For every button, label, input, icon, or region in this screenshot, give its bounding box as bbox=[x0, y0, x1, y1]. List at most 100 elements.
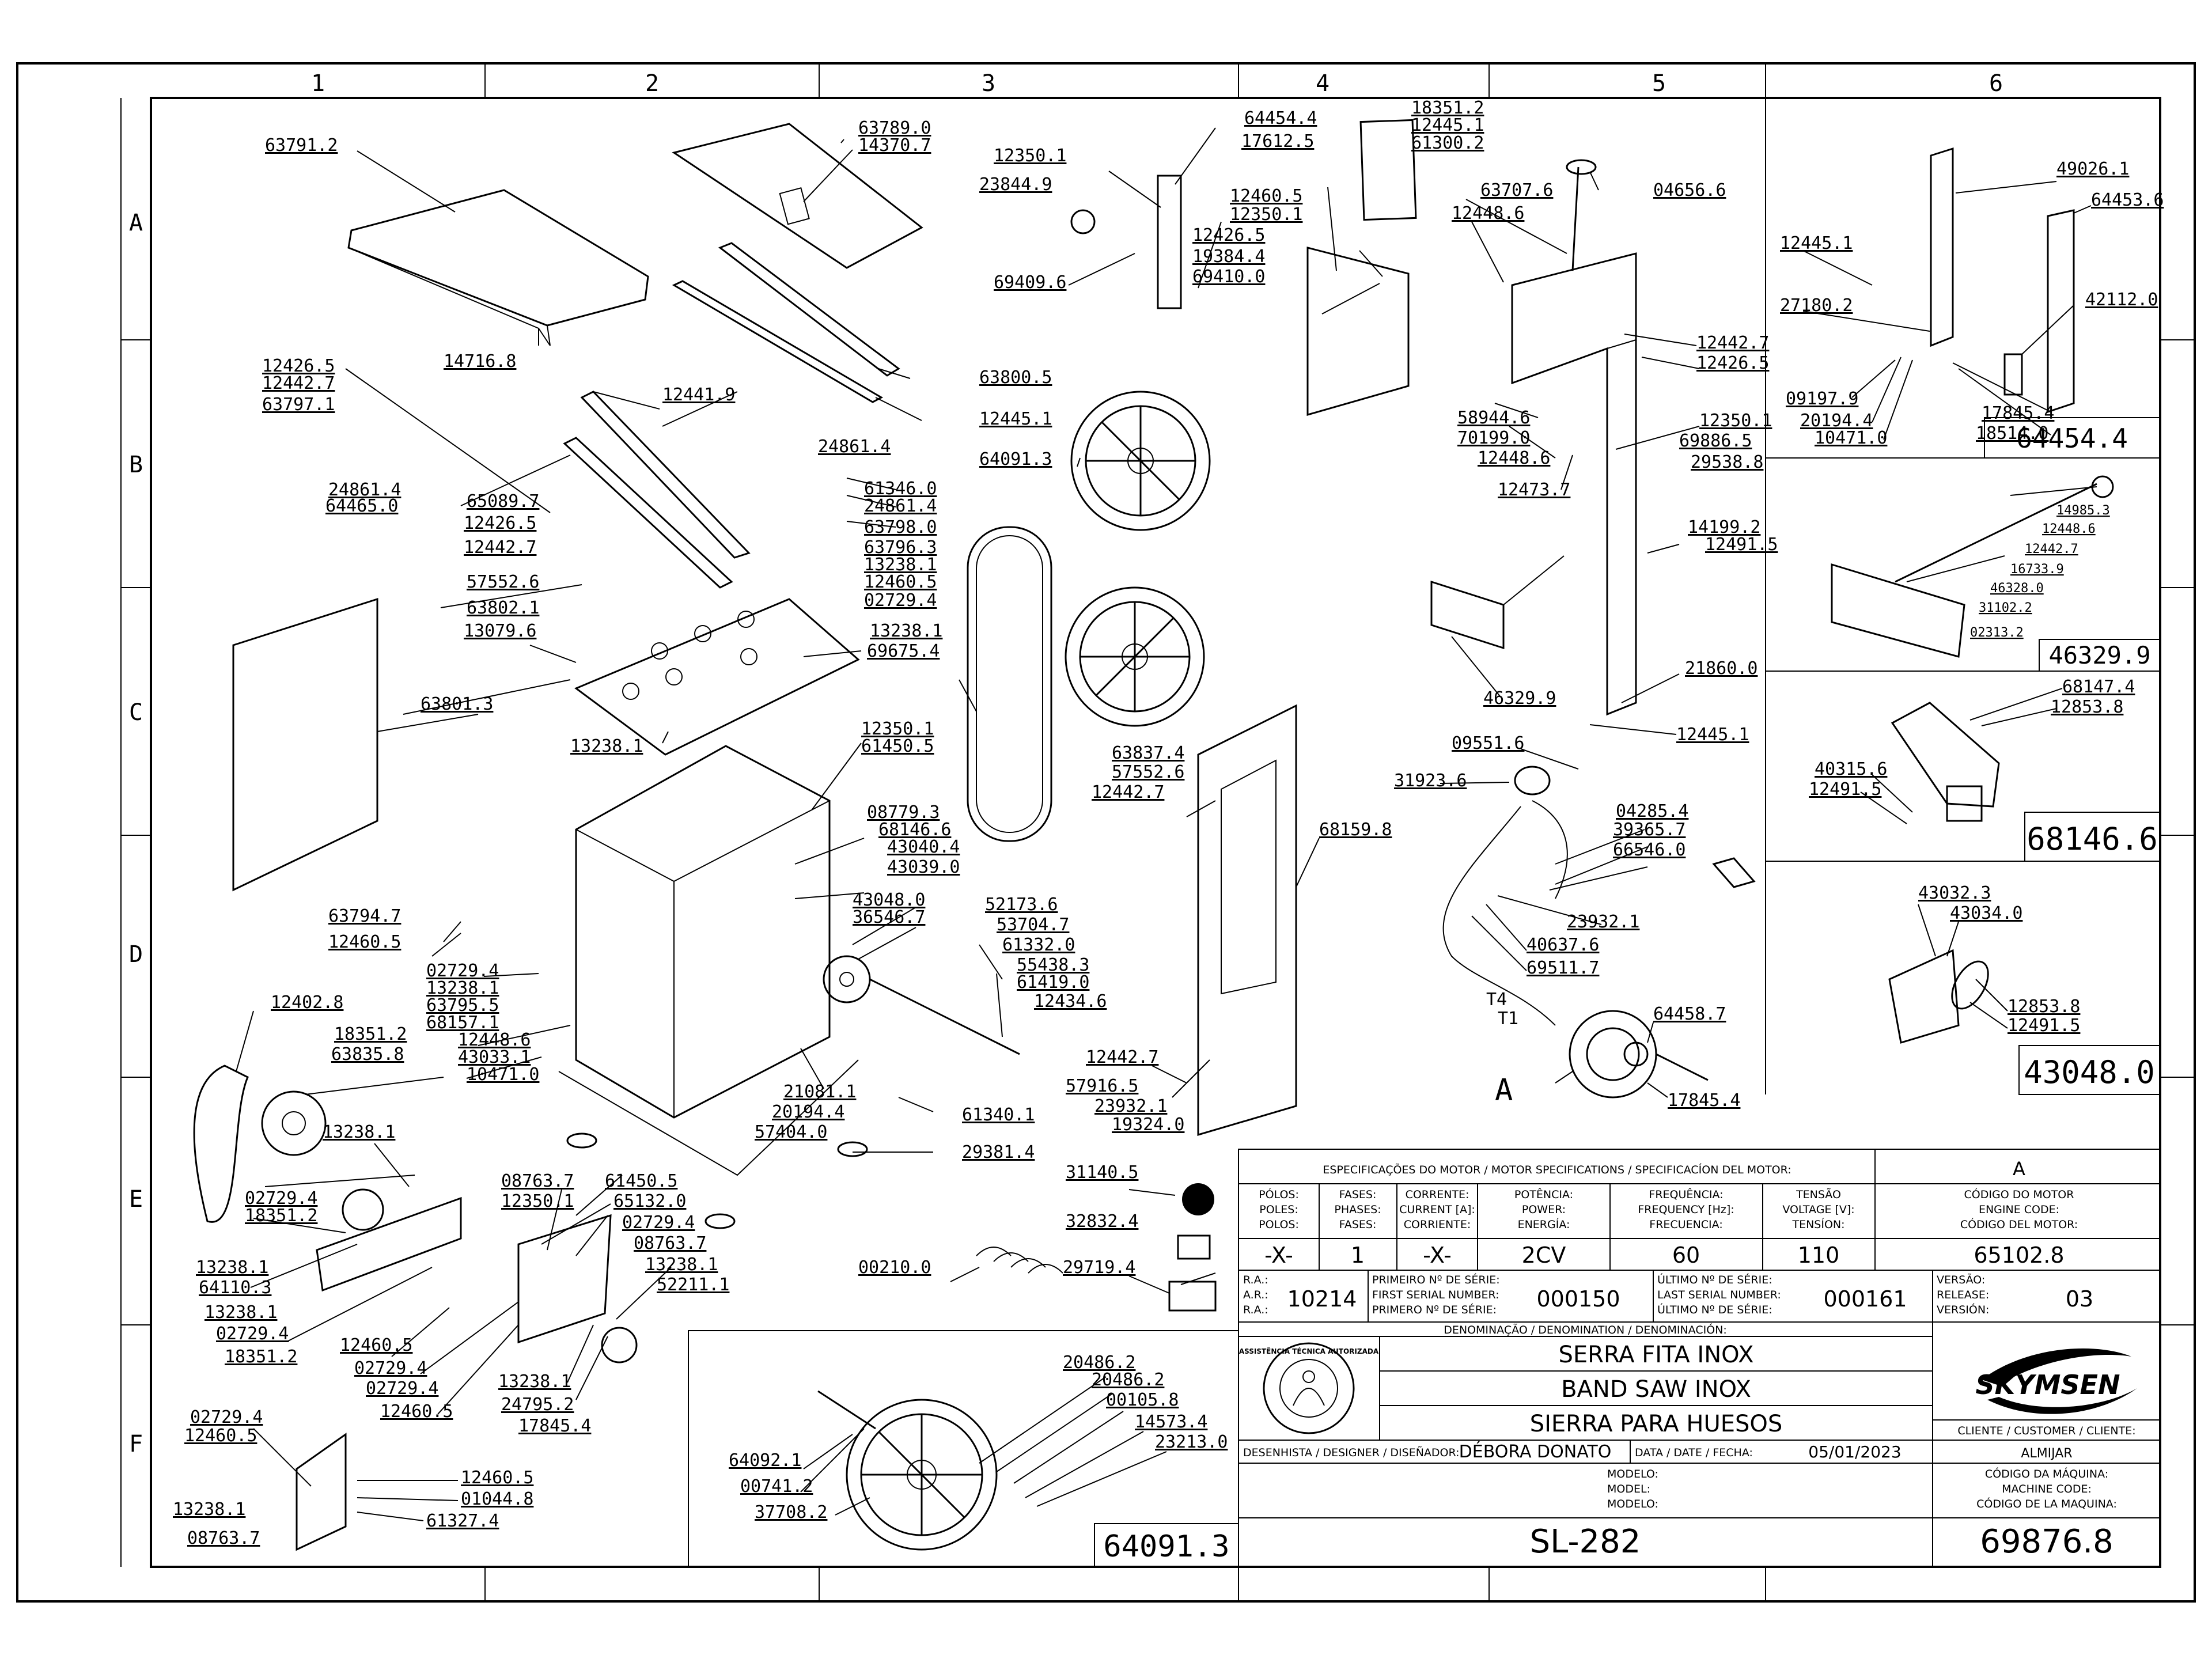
current-label: CORRIENTE: bbox=[1404, 1218, 1471, 1231]
part-number-label: 20194.4 bbox=[1800, 411, 1873, 431]
part-number-label: 29538.8 bbox=[1691, 452, 1763, 472]
part-number-label: 02729.4 bbox=[366, 1378, 438, 1399]
brand-name: SKYMSEN bbox=[1976, 1369, 2120, 1400]
seal-text: ASSISTÊNCIA TÉCNICA AUTORIZADA bbox=[1239, 1347, 1379, 1355]
part-number-label: 31923.6 bbox=[1394, 771, 1467, 791]
part-number-label: 46328.0 bbox=[1990, 581, 2044, 596]
part-number-label: 12442.7 bbox=[1696, 333, 1769, 353]
leader-lines bbox=[236, 127, 2097, 1521]
wire-mark-t4: T4 bbox=[1486, 990, 1507, 1010]
part-number-label: 12426.5 bbox=[1192, 225, 1265, 245]
model-label: MODELO: bbox=[1607, 1468, 1658, 1480]
part-number-label: 63835.8 bbox=[331, 1044, 404, 1065]
part-number-label: 61419.0 bbox=[1017, 972, 1089, 993]
part-number-label: 12402.8 bbox=[271, 993, 343, 1013]
part-number-label: 43048.0 bbox=[853, 890, 925, 910]
part-number-label: 12491.5 bbox=[2008, 1016, 2080, 1036]
machine-code-label: CÓDIGO DA MÁQUINA: bbox=[1985, 1467, 2108, 1480]
ra-label: A.R.: bbox=[1243, 1289, 1268, 1301]
part-number-label: 12460.5 bbox=[864, 572, 937, 592]
part-number-label: 08779.3 bbox=[867, 802, 940, 823]
machine-name-es: SIERRA PARA HUESOS bbox=[1530, 1411, 1783, 1437]
model-label: MODEL: bbox=[1607, 1483, 1650, 1495]
part-number-label: 64091.3 bbox=[979, 449, 1052, 469]
grid-col-2: 2 bbox=[645, 70, 659, 97]
motor-spec-header: ESPECIFICAÇÕES DO MOTOR / MOTOR SPECIFIC… bbox=[1323, 1163, 1791, 1176]
part-number-label: 09197.9 bbox=[1786, 389, 1858, 409]
part-number-label: 23932.1 bbox=[1094, 1096, 1167, 1116]
title-block: ESPECIFICAÇÕES DO MOTOR / MOTOR SPECIFIC… bbox=[1238, 1149, 2161, 1567]
part-number-label: 61300.2 bbox=[1411, 133, 1484, 153]
frequency-label: FREQUENCY [Hz]: bbox=[1638, 1203, 1734, 1216]
first-serial-label: PRIMEIRO Nº DE SÉRIE: bbox=[1372, 1273, 1500, 1286]
poles-label: PÓLOS: bbox=[1259, 1187, 1299, 1201]
part-number-label: 24861.4 bbox=[818, 437, 891, 457]
detail-box-label: 68146.6 bbox=[2027, 821, 2158, 857]
part-number-label: 00210.0 bbox=[858, 1257, 931, 1278]
parts-geometry bbox=[193, 119, 2114, 1551]
power-label: ENERGÍA: bbox=[1518, 1218, 1570, 1231]
part-number-label: 52211.1 bbox=[657, 1275, 729, 1295]
part-number-label: 12460.5 bbox=[184, 1426, 257, 1446]
part-number-label: 12442.7 bbox=[262, 373, 335, 393]
part-number-label: 08763.7 bbox=[634, 1233, 706, 1253]
part-number-label: 18514.0 bbox=[1976, 423, 2048, 444]
part-number-label: 12460.5 bbox=[340, 1335, 412, 1355]
ra-label: R.A.: bbox=[1243, 1304, 1268, 1316]
part-number-label: 12460.5 bbox=[328, 932, 401, 952]
part-number-label: 12442.7 bbox=[464, 537, 536, 558]
client-value: ALMIJAR bbox=[2021, 1446, 2072, 1461]
part-number-label: 57404.0 bbox=[755, 1122, 827, 1142]
part-number-label: 68159.8 bbox=[1319, 820, 1392, 840]
part-number-label: 63797.1 bbox=[262, 395, 335, 415]
part-number-label: 13238.1 bbox=[570, 736, 643, 756]
part-number-label: 29381.4 bbox=[962, 1142, 1035, 1162]
part-number-label: 32832.4 bbox=[1066, 1211, 1138, 1232]
part-number-label: 12460.5 bbox=[380, 1402, 453, 1422]
part-number-label: 10471.0 bbox=[1815, 428, 1887, 448]
skymsen-logo bbox=[1982, 1348, 2137, 1414]
frequency-value: 60 bbox=[1672, 1243, 1700, 1268]
part-number-label: 43032.3 bbox=[1918, 883, 1991, 903]
part-number-label: 12448.6 bbox=[2042, 522, 2096, 536]
grid-col-5: 5 bbox=[1652, 70, 1666, 97]
designer-label: DESENHISTA / DESIGNER / DISEÑADOR: bbox=[1243, 1446, 1460, 1459]
part-number-label: 42112.0 bbox=[2085, 290, 2158, 310]
grid-row-e: E bbox=[129, 1186, 143, 1213]
machine-code-value: 69876.8 bbox=[1980, 1523, 2113, 1560]
part-number-label: 12445.1 bbox=[979, 409, 1052, 429]
part-number-label: 13238.1 bbox=[864, 555, 937, 575]
part-number-label: 61450.5 bbox=[605, 1171, 677, 1191]
part-number-label: 68146.6 bbox=[878, 820, 951, 840]
part-number-label: 36546.7 bbox=[853, 907, 925, 927]
part-number-label: 12350.1 bbox=[861, 719, 934, 739]
part-number-label: 21860.0 bbox=[1685, 658, 1758, 679]
part-number-label: 18351.2 bbox=[245, 1206, 317, 1226]
ra-label: R.A.: bbox=[1243, 1274, 1268, 1286]
part-number-label: 21081.1 bbox=[783, 1082, 856, 1102]
part-number-label: 63789.0 bbox=[858, 118, 931, 138]
date-label: DATA / DATE / FECHA: bbox=[1635, 1446, 1753, 1459]
part-number-label: 13238.1 bbox=[870, 621, 942, 641]
voltage-value: 110 bbox=[1798, 1243, 1840, 1268]
part-number-label: 14199.2 bbox=[1688, 517, 1760, 537]
grid-col-3: 3 bbox=[982, 70, 995, 97]
part-number-label: 65089.7 bbox=[467, 491, 539, 512]
phases-label: FASES: bbox=[1339, 1218, 1377, 1231]
part-number-label: 12442.7 bbox=[1092, 782, 1164, 802]
part-number-label: 12434.6 bbox=[1034, 991, 1107, 1012]
ra-value: 10214 bbox=[1287, 1286, 1357, 1312]
engine-code-value: 65102.8 bbox=[1974, 1243, 2064, 1268]
grid-col-6: 6 bbox=[1989, 70, 2003, 97]
part-number-label: 20486.2 bbox=[1092, 1370, 1164, 1390]
part-number-label: 63791.2 bbox=[265, 135, 338, 156]
part-number-label: 14573.4 bbox=[1135, 1412, 1207, 1432]
part-number-label: 18351.2 bbox=[334, 1024, 407, 1044]
first-serial-label: PRIMERO Nº DE SÉRIE: bbox=[1372, 1303, 1497, 1316]
part-number-label: 12445.1 bbox=[1780, 233, 1853, 253]
poles-label: POLOS: bbox=[1259, 1218, 1299, 1231]
part-number-label: 63837.4 bbox=[1112, 743, 1184, 763]
part-number-label: 40637.6 bbox=[1527, 935, 1599, 955]
part-number-label: 17845.4 bbox=[1668, 1090, 1740, 1111]
